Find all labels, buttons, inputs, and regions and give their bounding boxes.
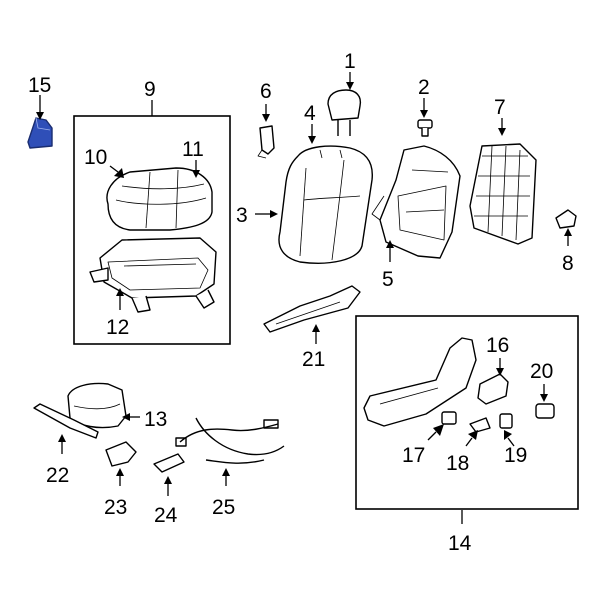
part-20-cap[interactable] — [535, 403, 555, 419]
callout-2: 2 — [418, 76, 430, 99]
callout-5: 5 — [382, 268, 394, 291]
part-16-switch-housing[interactable] — [477, 373, 509, 405]
part-25-wire-harness[interactable] — [175, 417, 285, 464]
callout-8: 8 — [562, 252, 574, 275]
callout-22: 22 — [46, 464, 69, 487]
callout-3: 3 — [236, 204, 248, 227]
callout-4: 4 — [304, 102, 316, 125]
callout-labels: 15 9 10 11 12 6 1 4 3 2 7 5 8 21 16 20 1… — [28, 50, 574, 555]
callout-19: 19 — [504, 444, 527, 467]
part-24-module[interactable] — [153, 453, 185, 473]
leader-lines — [36, 72, 572, 524]
callout-18: 18 — [446, 452, 469, 475]
part-17-knob[interactable] — [441, 411, 457, 425]
callout-12: 12 — [106, 316, 129, 339]
callout-20: 20 — [530, 360, 553, 383]
part-2-bolt[interactable] — [417, 119, 433, 137]
part-23-bracket[interactable] — [105, 441, 137, 467]
callout-6: 6 — [260, 80, 272, 103]
part-18-knob[interactable] — [469, 417, 491, 433]
callout-11: 11 — [182, 138, 204, 161]
callout-9: 9 — [144, 78, 156, 101]
callout-1: 1 — [344, 50, 356, 73]
callout-10: 10 — [84, 146, 107, 169]
group-box-14 — [355, 315, 579, 510]
part-6-headrest-guide[interactable] — [257, 125, 275, 159]
callout-25: 25 — [212, 496, 235, 519]
part-12-seat-frame[interactable] — [89, 237, 217, 313]
callout-14: 14 — [448, 532, 472, 555]
part-22-lower-trim[interactable] — [33, 403, 99, 439]
part-8-clip[interactable] — [555, 209, 577, 229]
callout-23: 23 — [104, 496, 127, 519]
callout-16: 16 — [486, 334, 509, 357]
part-7-back-panel[interactable] — [469, 143, 537, 245]
callout-7: 7 — [494, 96, 506, 119]
part-16-side-shield[interactable] — [363, 337, 477, 427]
part-10-cushion-pad[interactable] — [106, 167, 213, 231]
part-21-side-trim[interactable] — [263, 285, 361, 333]
part-4-seatback-cover[interactable] — [278, 145, 373, 264]
callout-13: 13 — [144, 408, 167, 431]
part-15-bracket[interactable] — [27, 117, 53, 149]
part-5-seatback-frame[interactable] — [371, 145, 461, 259]
callout-15: 15 — [28, 74, 51, 97]
callout-21: 21 — [302, 348, 325, 371]
callout-17: 17 — [402, 444, 425, 467]
part-19-knob[interactable] — [499, 413, 513, 429]
part-1-headrest[interactable] — [327, 89, 362, 136]
callout-24: 24 — [154, 504, 178, 527]
